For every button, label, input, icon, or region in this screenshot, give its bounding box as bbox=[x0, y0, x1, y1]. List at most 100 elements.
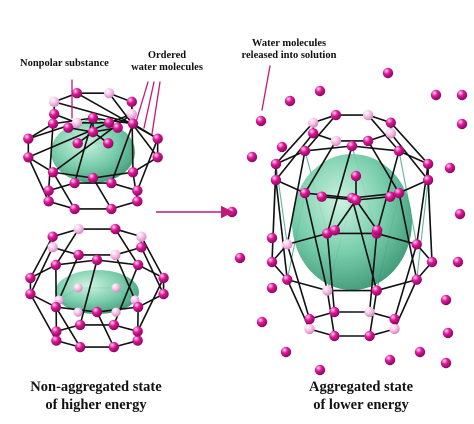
label-released-line2: released into solution bbox=[241, 50, 337, 61]
bond-line bbox=[390, 132, 429, 181]
bond-line bbox=[114, 228, 139, 266]
caption-left-line2: of higher energy bbox=[45, 397, 147, 413]
water-molecule-back bbox=[73, 307, 83, 317]
water-molecule bbox=[440, 294, 452, 306]
water-molecule bbox=[25, 288, 36, 300]
water-molecule bbox=[132, 301, 144, 313]
water-molecule-back bbox=[111, 307, 121, 317]
water-molecule bbox=[371, 225, 383, 236]
caption-right: Aggregated state of lower energy bbox=[296, 378, 426, 414]
water-molecule-back bbox=[111, 283, 121, 293]
water-molecule-back bbox=[126, 108, 138, 120]
bond-line bbox=[286, 243, 311, 320]
water-molecule bbox=[152, 133, 163, 144]
water-molecule bbox=[284, 95, 296, 107]
water-molecule bbox=[385, 191, 396, 202]
water-molecule-back bbox=[389, 323, 400, 335]
nonpolar-blobs bbox=[51, 121, 412, 314]
water-molecule bbox=[51, 326, 62, 337]
water-molecule-back bbox=[73, 223, 84, 235]
water-molecule bbox=[266, 256, 278, 268]
nonpolar-blob-top bbox=[51, 121, 135, 183]
water-molecule bbox=[234, 252, 246, 264]
water-molecule bbox=[127, 118, 139, 129]
bond-line bbox=[390, 121, 429, 165]
label-released-line1: Water molecules bbox=[251, 38, 327, 49]
label-released-water: Water molecules released into solution bbox=[226, 38, 352, 62]
water-molecule bbox=[346, 140, 358, 152]
bond-line bbox=[326, 232, 336, 313]
bond-line bbox=[304, 140, 337, 194]
water-molecule bbox=[444, 162, 456, 174]
bond-line bbox=[351, 145, 400, 152]
water-molecule-back bbox=[73, 283, 83, 293]
water-molecule bbox=[47, 167, 59, 178]
water-molecule bbox=[362, 135, 374, 147]
bond-line bbox=[55, 228, 80, 266]
water-molecule bbox=[47, 231, 58, 242]
bond-line bbox=[275, 179, 289, 281]
water-molecule bbox=[256, 316, 268, 328]
water-molecule bbox=[307, 128, 319, 139]
water-molecule bbox=[246, 151, 258, 163]
water-molecule-back bbox=[322, 285, 333, 296]
bond-line bbox=[367, 140, 400, 194]
bond-line bbox=[368, 232, 378, 313]
bond-line bbox=[29, 246, 54, 295]
bond-line bbox=[275, 132, 314, 181]
water-molecule-back bbox=[385, 128, 397, 139]
water-molecule bbox=[454, 208, 466, 220]
water-molecule bbox=[103, 138, 114, 149]
water-molecule bbox=[87, 112, 99, 124]
bond-line bbox=[136, 137, 159, 192]
bond-line bbox=[96, 311, 115, 348]
bond-line bbox=[326, 145, 353, 235]
water-molecule bbox=[127, 167, 139, 178]
bond-line bbox=[55, 259, 98, 266]
bond-line bbox=[135, 81, 149, 123]
water-molecule bbox=[266, 282, 278, 294]
water-molecule bbox=[106, 203, 117, 215]
water-molecule bbox=[47, 118, 59, 129]
water-molecule bbox=[314, 364, 326, 376]
water-molecule bbox=[23, 133, 34, 144]
bond-line bbox=[143, 81, 155, 129]
water-molecule bbox=[282, 274, 293, 285]
water-molecule bbox=[276, 141, 288, 153]
water-molecule bbox=[440, 357, 452, 369]
water-molecule bbox=[112, 122, 123, 133]
water-molecule bbox=[74, 319, 86, 331]
water-molecule bbox=[43, 196, 54, 207]
water-molecule-back bbox=[103, 88, 115, 99]
water-molecule bbox=[270, 158, 282, 170]
water-molecule bbox=[106, 177, 117, 189]
caption-right-line2: of lower energy bbox=[313, 397, 409, 413]
water-molecule-back bbox=[304, 323, 315, 335]
water-molecule bbox=[136, 242, 147, 253]
water-molecule bbox=[91, 254, 103, 266]
bond-line bbox=[29, 235, 54, 279]
water-molecule bbox=[350, 170, 362, 182]
water-molecule bbox=[382, 67, 394, 79]
water-molecule-back bbox=[362, 109, 374, 121]
water-molecule bbox=[132, 335, 143, 346]
water-molecule bbox=[87, 126, 99, 138]
water-molecule bbox=[426, 256, 438, 268]
water-molecule bbox=[422, 174, 434, 186]
water-molecule bbox=[280, 346, 292, 358]
water-molecule bbox=[329, 306, 340, 318]
bond-line bbox=[52, 171, 76, 210]
bond-line bbox=[55, 306, 81, 348]
water-molecule bbox=[266, 232, 278, 244]
water-molecule bbox=[411, 239, 422, 250]
water-molecule bbox=[393, 187, 405, 199]
water-molecule bbox=[74, 341, 86, 353]
water-molecule bbox=[364, 330, 375, 342]
bond-line bbox=[398, 192, 418, 281]
water-molecule bbox=[48, 108, 60, 120]
caption-left: Non-aggregated state of higher energy bbox=[16, 378, 176, 414]
water-molecule bbox=[69, 203, 80, 215]
water-molecule bbox=[132, 326, 143, 337]
bond-line bbox=[398, 179, 429, 194]
water-molecule-back bbox=[307, 117, 319, 128]
